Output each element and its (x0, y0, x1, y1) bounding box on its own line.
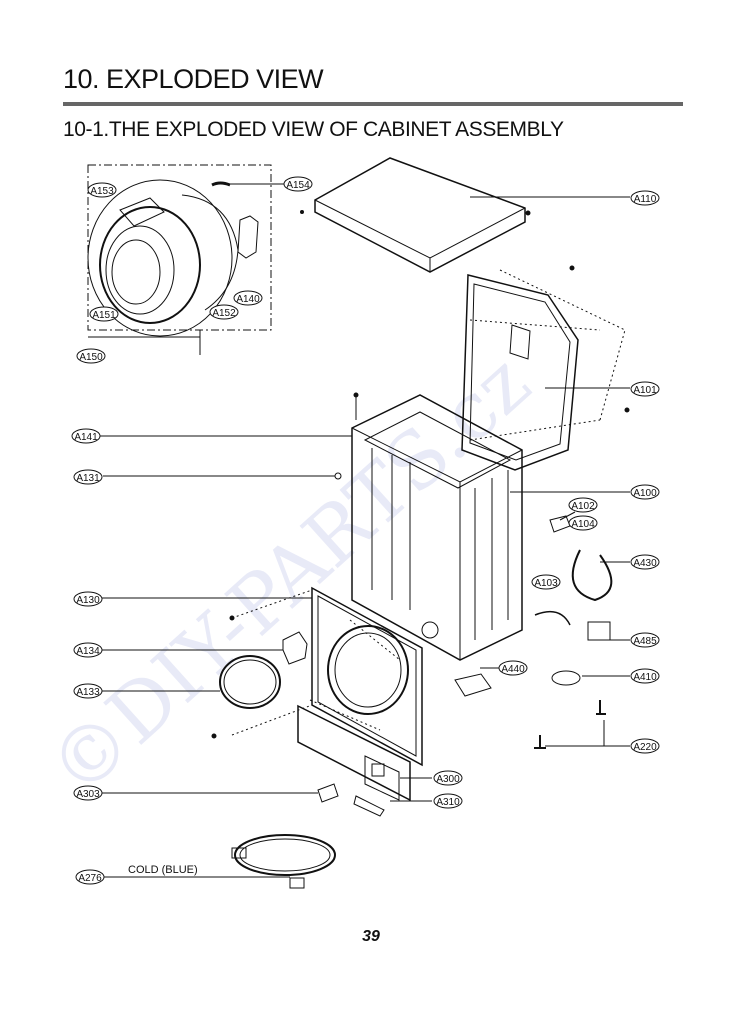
hose-cap-group (102, 783, 339, 803)
cabinet-group (85, 392, 630, 661)
door-frame-part (87, 179, 233, 337)
pressure-switch-part (551, 670, 581, 686)
label-A140: A140 (233, 290, 263, 306)
label-A310: A310 (433, 793, 463, 809)
front-panel-group (102, 586, 423, 767)
front-panel-part (311, 586, 423, 767)
lower-panel-group (297, 704, 432, 817)
label-A485: A485 (630, 632, 660, 648)
section-title: 10-1.THE EXPLODED VIEW OF CABINET ASSEMB… (63, 118, 564, 141)
svg-text:A134: A134 (76, 646, 100, 657)
svg-text:A151: A151 (92, 310, 116, 321)
clamp-ring-group (102, 655, 281, 709)
svg-text:A300: A300 (436, 774, 460, 785)
door-glass-part (105, 225, 175, 315)
svg-text:A310: A310 (436, 797, 460, 808)
top-cover-group (314, 157, 630, 273)
svg-text:A131: A131 (76, 473, 100, 484)
label-A300: A300 (433, 770, 463, 786)
svg-text:A102: A102 (571, 501, 595, 512)
label-A101: A101 (630, 381, 660, 397)
watermark: ©DIY-PARTS.cz (32, 338, 547, 814)
label-A100: A100 (630, 484, 660, 500)
svg-text:A104: A104 (571, 519, 595, 530)
svg-text:A101: A101 (633, 385, 657, 396)
label-A133: A133 (73, 683, 103, 699)
cold-hose-note: COLD (BLUE) (128, 864, 198, 876)
back-panel-group (461, 265, 630, 471)
svg-text:A485: A485 (633, 636, 657, 647)
svg-text:A153: A153 (90, 186, 114, 197)
svg-text:A103: A103 (534, 578, 558, 589)
svg-text:A276: A276 (78, 873, 102, 884)
svg-text:A440: A440 (501, 664, 525, 675)
label-A153: A153 (87, 182, 117, 198)
svg-text:A130: A130 (76, 595, 100, 606)
label-A154: A154 (283, 176, 313, 192)
inlet-hose-part (234, 834, 336, 876)
harness-part (534, 610, 571, 626)
leveling-foot-part (534, 700, 606, 749)
label-A410: A410 (630, 668, 660, 684)
motor-bracket-part (454, 673, 492, 697)
filter-cover-part (353, 795, 385, 817)
top-cover-part (314, 157, 526, 273)
hose-cap-part (317, 783, 339, 803)
label-A440: A440 (498, 660, 528, 676)
label-A103: A103 (531, 574, 561, 590)
svg-text:A141: A141 (74, 432, 98, 443)
svg-text:A140: A140 (236, 294, 260, 305)
label-A151: A151 (89, 306, 119, 322)
inlet-hose-group (102, 834, 336, 889)
door-switch-group (102, 631, 308, 665)
page-number: 39 (362, 928, 380, 945)
back-panel-part (461, 274, 579, 471)
door-hinge-part (237, 215, 259, 259)
label-A303: A303 (73, 785, 103, 801)
noise-filter-part (549, 515, 571, 533)
label-A430: A430 (630, 554, 660, 570)
label-A131: A131 (73, 469, 103, 485)
label-A104: A104 (568, 515, 598, 531)
svg-text:A154: A154 (286, 180, 310, 191)
label-A102: A102 (568, 497, 598, 513)
label-A276: A276 (75, 869, 105, 885)
electrical-parts-group (454, 511, 630, 749)
lower-panel-part (297, 704, 411, 802)
door-handle-part (211, 181, 231, 187)
svg-text:A110: A110 (634, 194, 657, 205)
page-title: 10. EXPLODED VIEW (63, 64, 324, 94)
svg-text:A133: A133 (76, 687, 100, 698)
clamp-ring-part (219, 655, 281, 709)
label-A152: A152 (209, 304, 239, 320)
svg-text:A303: A303 (76, 789, 100, 800)
label-A150: A150 (76, 348, 106, 364)
svg-text:A100: A100 (633, 488, 657, 499)
label-A134: A134 (73, 642, 103, 658)
svg-text:A152: A152 (212, 308, 236, 319)
label-A130: A130 (73, 591, 103, 607)
svg-text:A150: A150 (79, 352, 103, 363)
cabinet-part (351, 394, 523, 661)
callout-labels: A153 A154 A140 A151 A152 A150 A110 A101 … (71, 176, 660, 885)
label-A141: A141 (71, 428, 101, 444)
svg-text:A220: A220 (633, 742, 657, 753)
svg-text:A430: A430 (633, 558, 657, 569)
svg-text:A410: A410 (633, 672, 657, 683)
title-rule (63, 102, 683, 106)
label-A110: A110 (630, 190, 660, 206)
door-assembly-group (87, 164, 304, 355)
power-cord-part (571, 549, 613, 602)
pump-part (587, 621, 611, 641)
label-A220: A220 (630, 738, 660, 754)
